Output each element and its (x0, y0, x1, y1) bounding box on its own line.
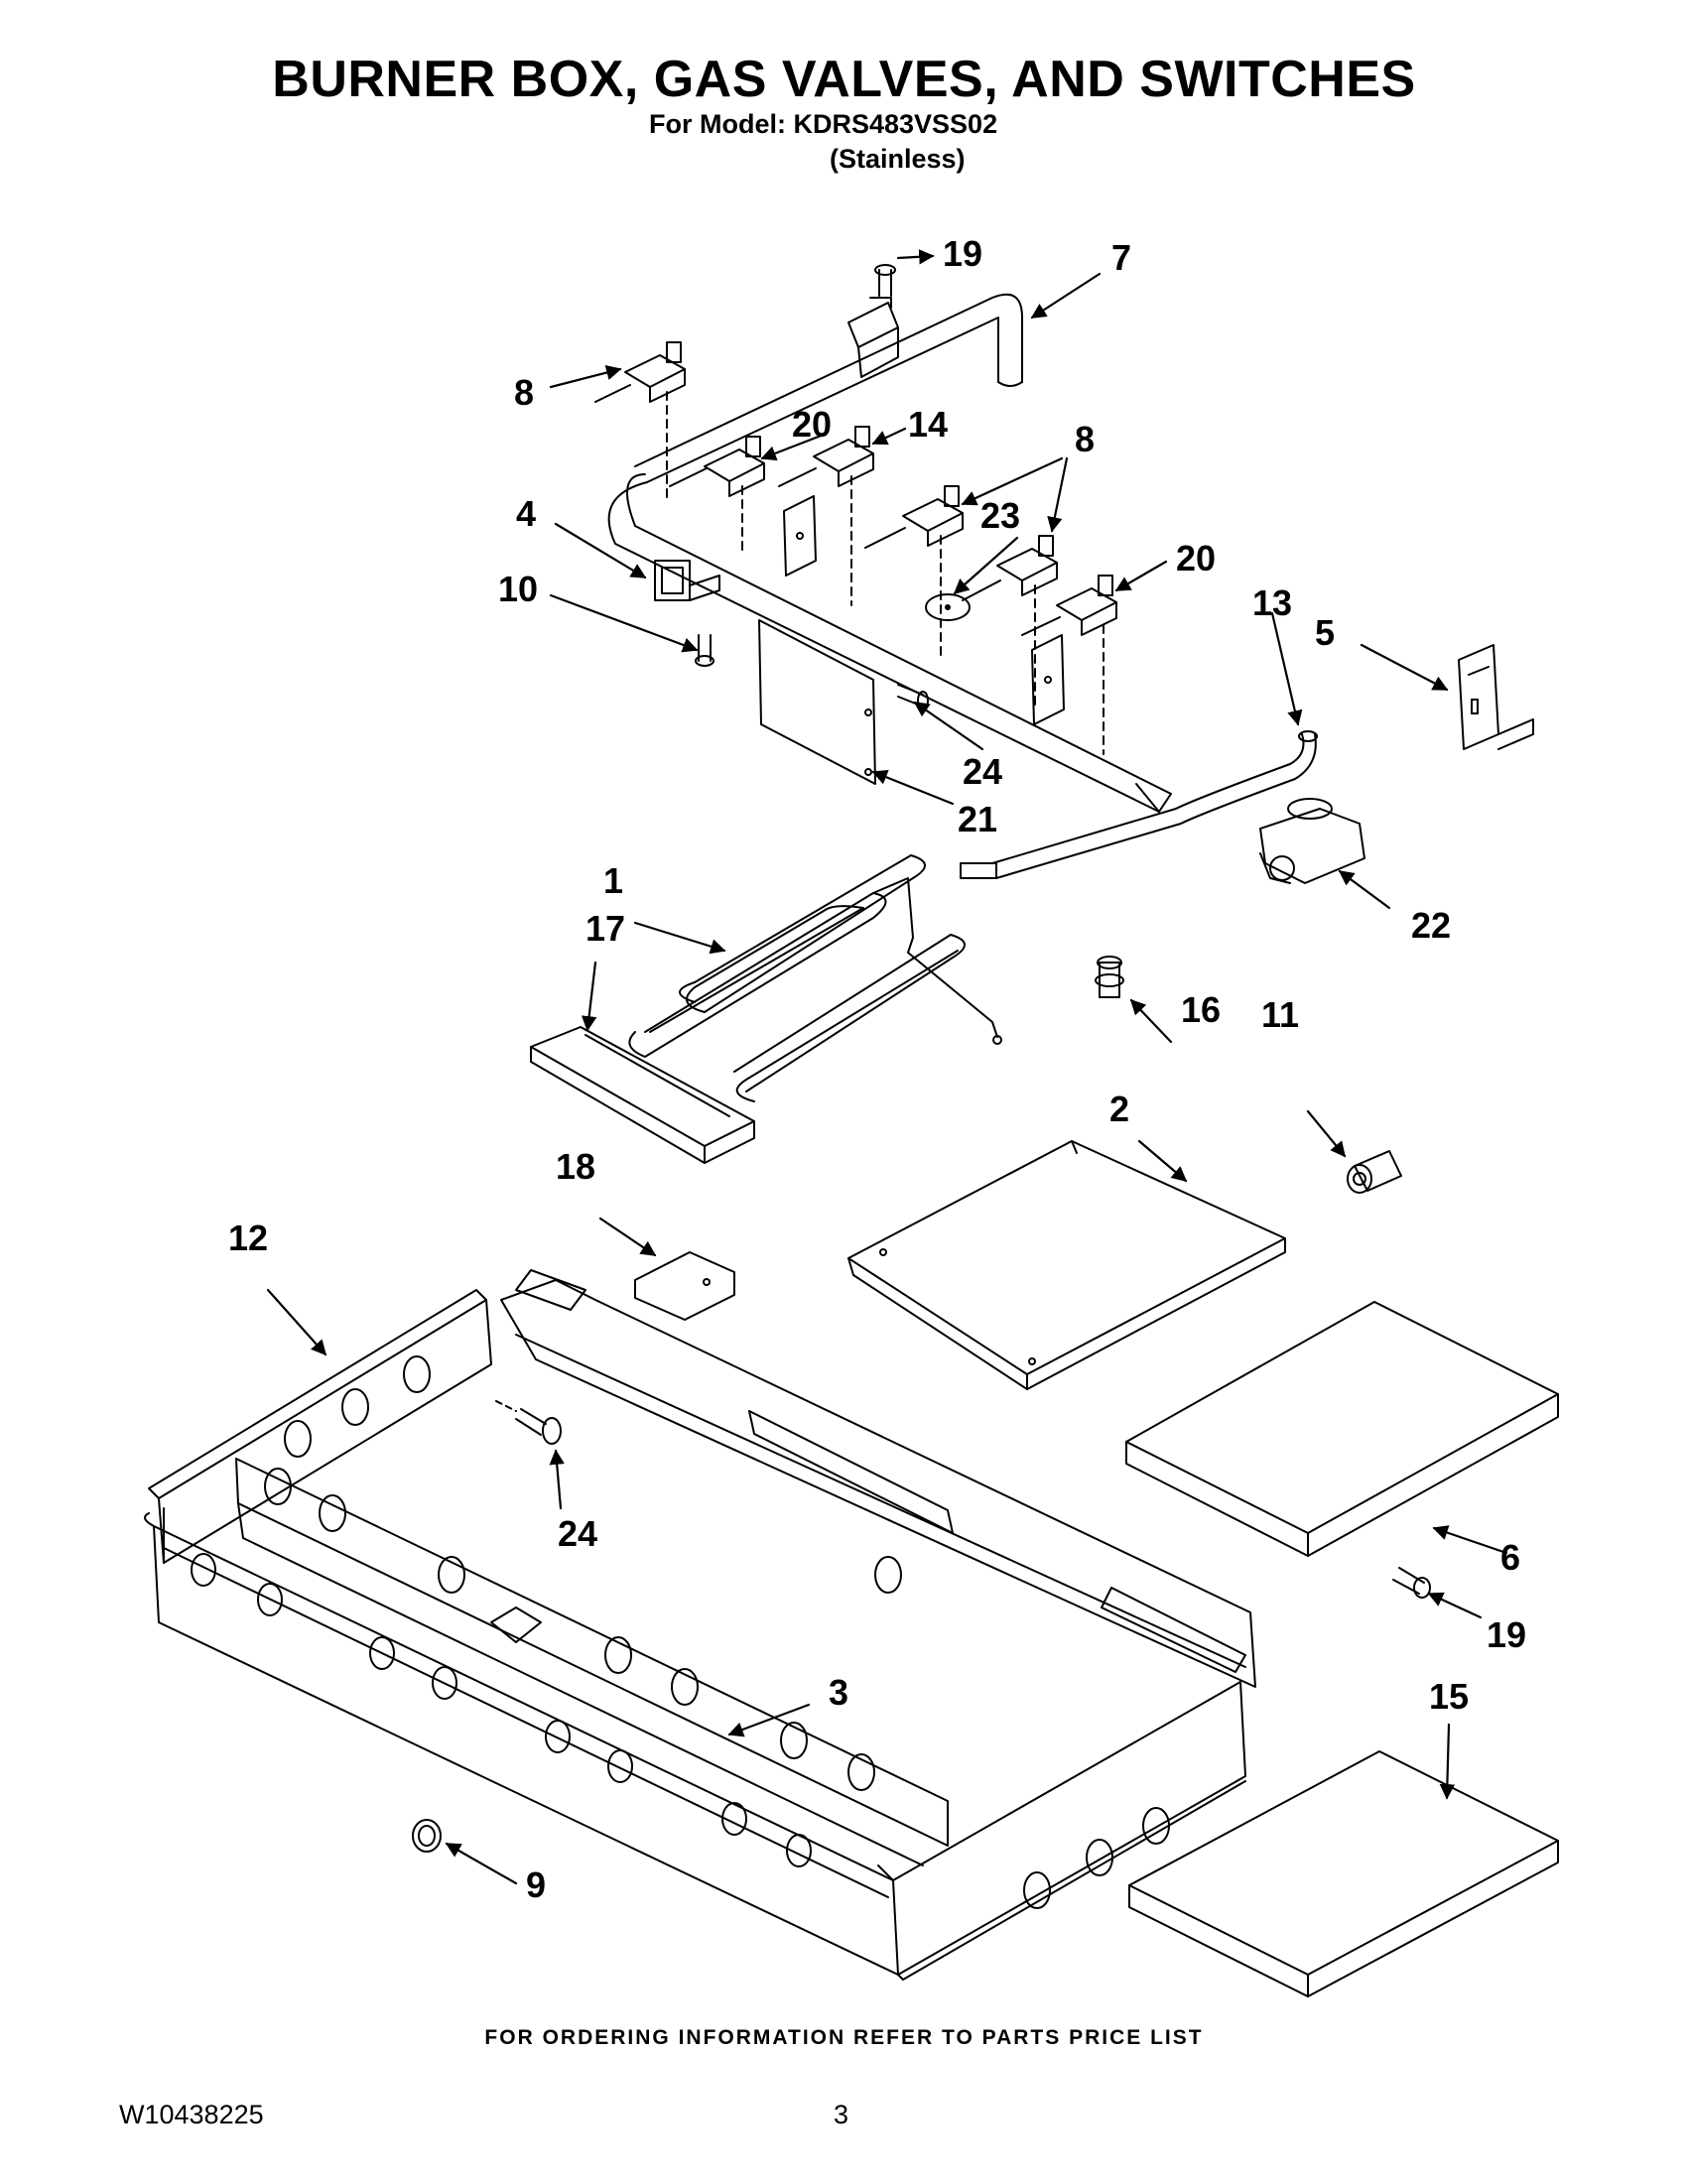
callout-12: 12 (228, 1218, 268, 1258)
callout-16: 16 (1181, 989, 1221, 1030)
callout-20-right: 20 (1176, 538, 1216, 578)
screw-24-lower (495, 1400, 562, 1445)
valve-shield-plate-21 (758, 619, 876, 785)
callout-1: 1 (603, 860, 623, 901)
gas-manifold-pipe (607, 293, 1172, 813)
grommet-9 (412, 1819, 442, 1853)
document-number: W10438225 (119, 2100, 264, 2129)
model-line: For Model: KDRS483VSS02 (649, 109, 998, 139)
gas-line-13 (960, 730, 1318, 879)
callout-11: 11 (1261, 994, 1299, 1035)
screw-19-top (874, 264, 896, 297)
callout-6: 6 (1500, 1537, 1520, 1578)
insulation-pad-6 (1125, 1301, 1559, 1557)
callout-8-left: 8 (514, 372, 534, 413)
gas-valve-20-right (1021, 575, 1117, 636)
finish-line: (Stainless) (830, 144, 966, 174)
callout-labels: 19 7 8 20 14 8 23 4 20 10 13 5 24 21 1 2… (228, 233, 1526, 1905)
switch-bracket-4 (654, 560, 720, 601)
callout-18: 18 (556, 1146, 595, 1187)
callout-2: 2 (1109, 1089, 1129, 1129)
page-number: 3 (834, 2100, 849, 2129)
screw-10 (695, 634, 714, 667)
callout-19-top: 19 (943, 233, 982, 274)
bracket-5 (1458, 644, 1534, 750)
callout-19-lower: 19 (1487, 1614, 1526, 1655)
ignition-disc-23 (925, 593, 971, 621)
callout-13: 13 (1252, 582, 1292, 623)
manifold-bracket-right (1031, 634, 1065, 725)
page-title: BURNER BOX, GAS VALVES, AND SWITCHES (272, 51, 1416, 108)
callout-23: 23 (980, 495, 1020, 536)
valve-mount-lines (666, 391, 1104, 755)
callout-21: 21 (958, 799, 997, 839)
screw-24-upper (897, 684, 929, 710)
screw-19-lower (1392, 1567, 1431, 1599)
gas-valve-14 (778, 426, 874, 487)
burner-box-12 (144, 1269, 1256, 1981)
callout-24-lower: 24 (558, 1513, 597, 1554)
callout-22: 22 (1411, 905, 1451, 946)
callout-17: 17 (585, 908, 625, 949)
callout-15: 15 (1429, 1676, 1469, 1717)
gas-valve-8-right (962, 535, 1058, 601)
callout-5: 5 (1315, 612, 1335, 653)
shield-18 (634, 1251, 735, 1321)
manifold-bracket-top (847, 297, 899, 378)
callout-14: 14 (908, 404, 948, 445)
gas-regulator-22 (1259, 798, 1365, 884)
callout-9: 9 (526, 1864, 546, 1905)
fitting-11 (1347, 1150, 1402, 1194)
manifold-bracket-left (783, 495, 817, 577)
callout-8-right: 8 (1075, 419, 1095, 459)
gas-valve-8-mid (864, 485, 964, 549)
orifice-fitting-16 (1095, 956, 1124, 998)
callout-10: 10 (498, 569, 538, 609)
callout-4: 4 (516, 493, 536, 534)
heat-deflector-2 (847, 1140, 1286, 1390)
callout-7: 7 (1111, 237, 1131, 278)
callout-20-left: 20 (792, 404, 832, 445)
flame-spreader-17 (530, 1026, 755, 1164)
callout-3: 3 (829, 1672, 848, 1713)
burner-tube-1 (628, 854, 1002, 1102)
callout-24-upper: 24 (963, 751, 1002, 792)
gas-valve-20-left (669, 436, 765, 497)
bottom-pad-15 (1128, 1750, 1559, 1997)
ordering-note: FOR ORDERING INFORMATION REFER TO PARTS … (484, 2026, 1204, 2049)
leader-arrows (266, 249, 1508, 1885)
